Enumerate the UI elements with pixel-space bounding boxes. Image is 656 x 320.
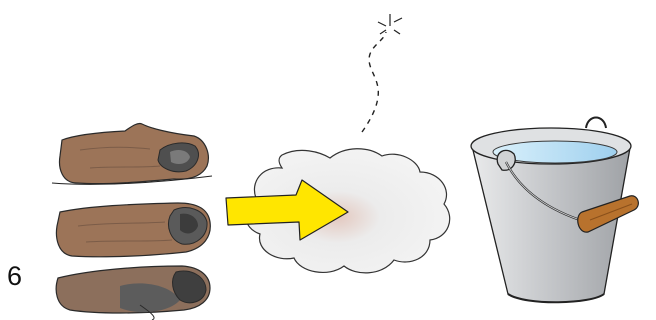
wood-log-icon (56, 203, 210, 257)
spark-icon (362, 14, 402, 132)
page-number: 6 (7, 263, 22, 290)
water-bucket-icon (471, 118, 638, 303)
wood-log-icon (56, 266, 210, 320)
wood-log-icon (52, 123, 212, 184)
